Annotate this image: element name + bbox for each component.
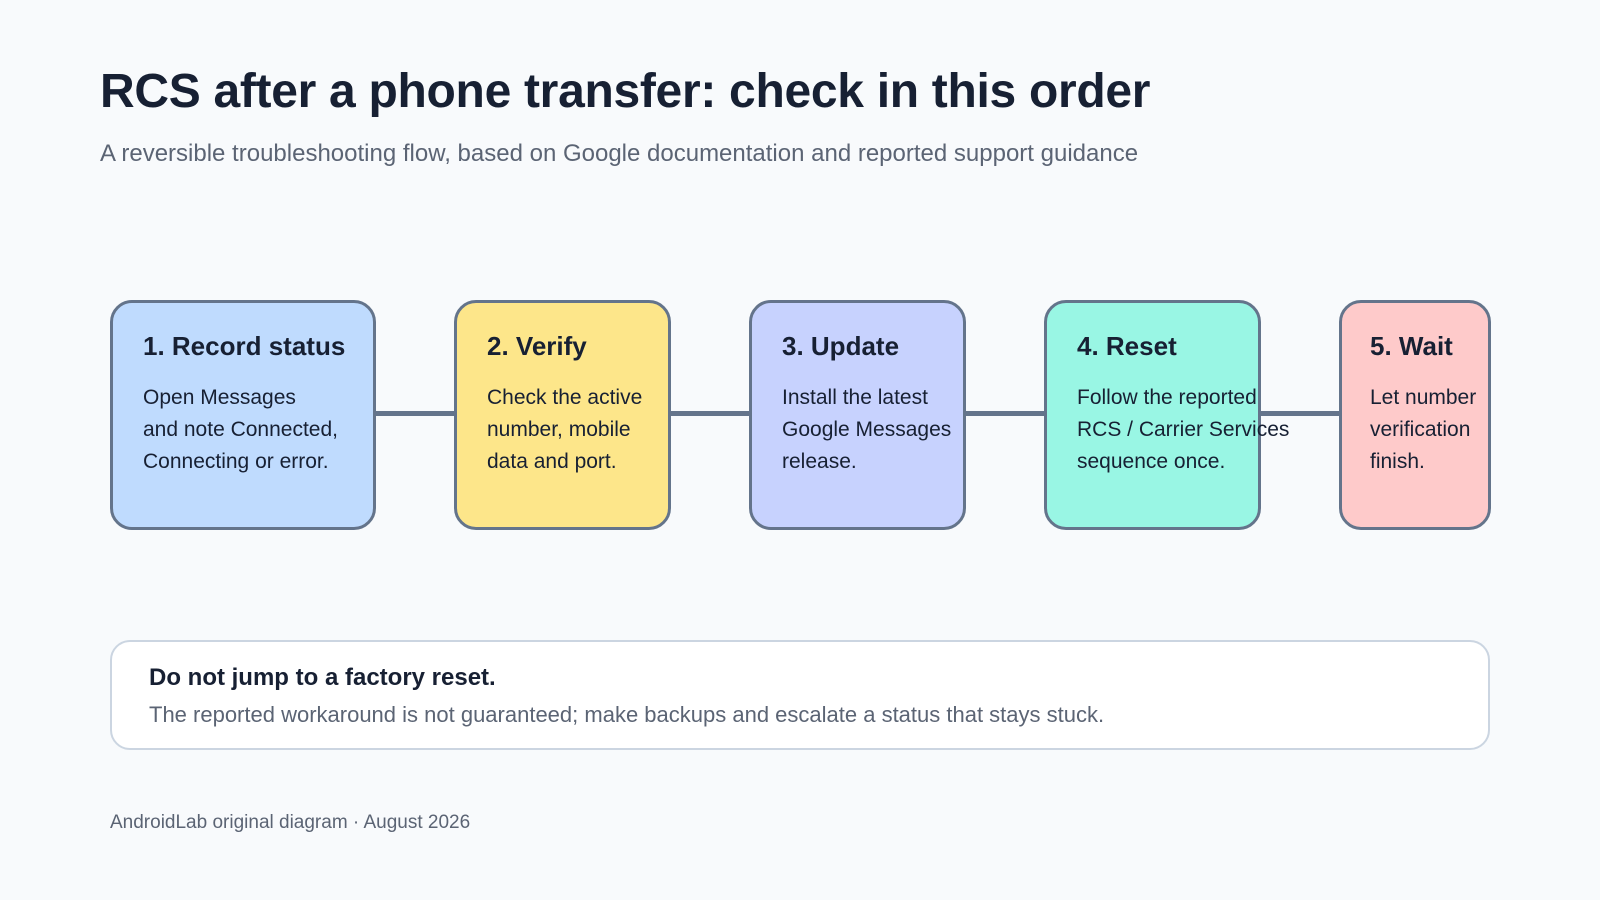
step-wait: 5. Wait Let number verification finish. [1339,300,1491,530]
step-text-line: Check the active [487,386,643,409]
step-text-line: Let number [1370,386,1477,409]
step-title: 4. Reset [1077,331,1177,361]
footer-credit: AndroidLab original diagram · August 202… [110,812,471,833]
step-title: 3. Update [782,331,900,361]
step-text-line: number, mobile [487,418,631,441]
connector-1-2 [374,411,456,416]
step-text-line: verification [1370,418,1471,441]
step-text-line: and note Connected, [143,418,338,441]
step-text-line: Connecting or error. [143,450,329,473]
step-title: 1. Record status [143,331,346,361]
step-verify: 2. Verify Check the active number, mobil… [454,300,671,530]
step-update: 3. Update Install the latest Google Mess… [749,300,966,530]
step-text-line: sequence once. [1077,450,1226,473]
step-text-line: data and port. [487,450,617,473]
page-title: RCS after a phone transfer: check in thi… [100,65,1151,118]
warning-note: Do not jump to a factory reset. The repo… [110,640,1490,750]
step-text-line: Open Messages [143,386,296,409]
note-body: The reported workaround is not guarantee… [149,702,1105,727]
step-text-line: release. [782,450,857,473]
page-subtitle: A reversible troubleshooting flow, based… [100,140,1139,167]
step-reset: 4. Reset Follow the reported RCS / Carri… [1044,300,1290,530]
step-text-line: finish. [1370,450,1425,473]
step-text-line: RCS / Carrier Services [1077,418,1290,441]
step-text-line: Google Messages [782,418,952,441]
connector-2-3 [669,411,751,416]
step-record-status: 1. Record status Open Messages and note … [110,300,376,530]
step-text-line: Install the latest [782,386,928,409]
step-title: 5. Wait [1370,331,1453,361]
note-title: Do not jump to a factory reset. [149,664,496,691]
connector-4-5 [1259,411,1341,416]
connector-3-4 [964,411,1046,416]
step-text-line: Follow the reported [1077,386,1257,409]
step-title: 2. Verify [487,331,587,361]
